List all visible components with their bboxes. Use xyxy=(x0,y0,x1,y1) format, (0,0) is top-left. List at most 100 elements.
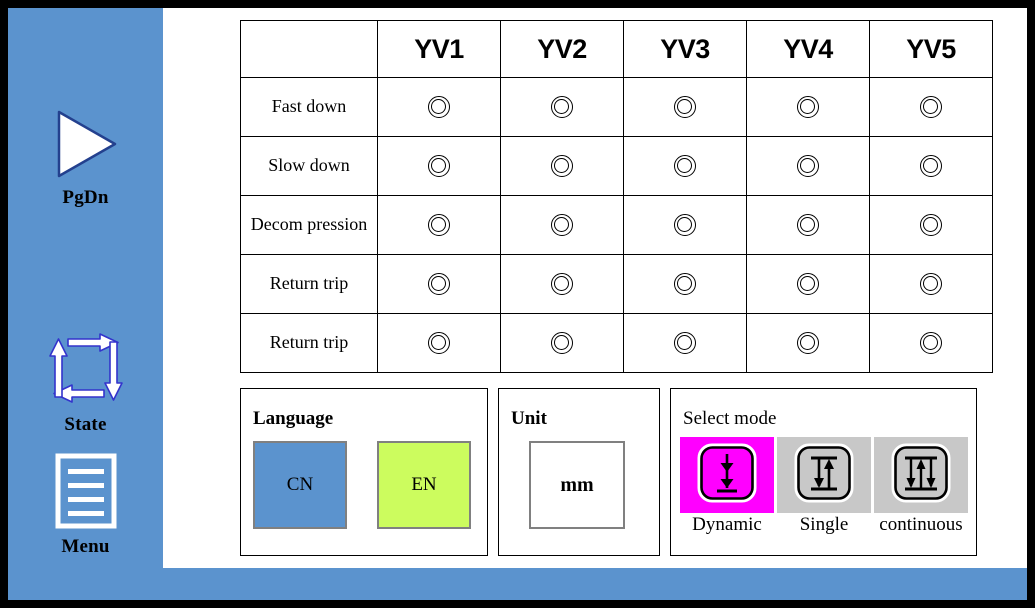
language-panel: Language CN EN xyxy=(240,388,488,556)
row-label-decompression: Decom pression xyxy=(240,195,378,255)
led-cell-return-trip-1-yv4[interactable] xyxy=(746,254,870,314)
sidebar-item-pgdn[interactable]: PgDn xyxy=(8,108,163,209)
sidebar-item-menu[interactable]: Menu xyxy=(8,453,163,558)
table-row: Return trip xyxy=(240,254,993,314)
unit-panel: Unit mm xyxy=(498,388,660,556)
led-indicator-icon xyxy=(920,155,942,177)
language-panel-title: Language xyxy=(253,408,334,429)
led-cell-decompression-yv3[interactable] xyxy=(623,195,747,255)
led-cell-return-trip-2-yv3[interactable] xyxy=(623,313,747,373)
table-row: Decom pression xyxy=(240,195,993,255)
mode-option-dynamic[interactable]: Dynamic xyxy=(680,437,774,536)
column-header-yv4: YV4 xyxy=(746,20,870,78)
led-indicator-icon xyxy=(797,273,819,295)
led-cell-return-trip-1-yv3[interactable] xyxy=(623,254,747,314)
table-header-row: YV1 YV2 YV3 YV4 YV5 xyxy=(240,20,993,78)
table-row: Return trip xyxy=(240,313,993,373)
led-indicator-icon xyxy=(428,214,450,236)
unit-panel-title: Unit xyxy=(511,408,547,429)
led-cell-fast-down-yv4[interactable] xyxy=(746,77,870,137)
led-cell-return-trip-2-yv5[interactable] xyxy=(869,313,993,373)
led-indicator-icon xyxy=(674,214,696,236)
led-cell-fast-down-yv5[interactable] xyxy=(869,77,993,137)
led-cell-decompression-yv2[interactable] xyxy=(500,195,624,255)
led-indicator-icon xyxy=(428,155,450,177)
content-panel: YV1 YV2 YV3 YV4 YV5 Fast down xyxy=(163,8,1027,568)
language-option-en-label: EN xyxy=(411,474,437,495)
cycle-arrows-icon xyxy=(8,333,163,412)
led-cell-return-trip-1-yv2[interactable] xyxy=(500,254,624,314)
mode-option-single-label: Single xyxy=(799,514,849,535)
column-header-yv5: YV5 xyxy=(869,20,993,78)
led-cell-return-trip-2-yv2[interactable] xyxy=(500,313,624,373)
led-indicator-icon xyxy=(551,332,573,354)
led-indicator-icon xyxy=(428,96,450,118)
column-header-yv1: YV1 xyxy=(377,20,501,78)
led-cell-slow-down-yv5[interactable] xyxy=(869,136,993,196)
sidebar: PgDn xyxy=(8,8,163,600)
led-indicator-icon xyxy=(551,155,573,177)
led-indicator-icon xyxy=(797,155,819,177)
triple-arrow-icon xyxy=(890,442,952,509)
led-cell-fast-down-yv2[interactable] xyxy=(500,77,624,137)
mode-option-continuous-label: continuous xyxy=(879,514,963,535)
led-indicator-icon xyxy=(920,96,942,118)
led-cell-slow-down-yv2[interactable] xyxy=(500,136,624,196)
unit-value-field[interactable]: mm xyxy=(529,441,625,529)
column-header-yv3: YV3 xyxy=(623,20,747,78)
mode-option-continuous-tile[interactable] xyxy=(874,437,968,513)
led-indicator-icon xyxy=(920,214,942,236)
led-cell-fast-down-yv3[interactable] xyxy=(623,77,747,137)
led-indicator-icon xyxy=(797,96,819,118)
table-row: Slow down xyxy=(240,136,993,196)
play-triangle-icon xyxy=(8,108,163,185)
mode-option-single[interactable]: Single xyxy=(777,437,871,536)
double-down-arrow-icon xyxy=(696,442,758,509)
select-mode-panel: Select mode xyxy=(670,388,977,556)
led-indicator-icon xyxy=(428,273,450,295)
led-indicator-icon xyxy=(674,332,696,354)
led-indicator-icon xyxy=(674,273,696,295)
led-indicator-icon xyxy=(797,214,819,236)
select-mode-panel-title: Select mode xyxy=(683,408,777,429)
up-down-arrow-icon xyxy=(793,442,855,509)
led-indicator-icon xyxy=(674,96,696,118)
led-cell-return-trip-1-yv1[interactable] xyxy=(377,254,501,314)
row-label-return-trip-1: Return trip xyxy=(240,254,378,314)
row-label-return-trip-2: Return trip xyxy=(240,313,378,373)
led-cell-return-trip-2-yv4[interactable] xyxy=(746,313,870,373)
language-option-cn-label: CN xyxy=(286,474,314,495)
led-indicator-icon xyxy=(920,332,942,354)
led-indicator-icon xyxy=(428,332,450,354)
led-cell-decompression-yv4[interactable] xyxy=(746,195,870,255)
led-cell-slow-down-yv1[interactable] xyxy=(377,136,501,196)
sidebar-item-menu-label: Menu xyxy=(61,536,110,557)
row-label-fast-down: Fast down xyxy=(240,77,378,137)
led-cell-return-trip-2-yv1[interactable] xyxy=(377,313,501,373)
table-row: Fast down xyxy=(240,77,993,137)
led-cell-slow-down-yv4[interactable] xyxy=(746,136,870,196)
list-document-icon xyxy=(8,453,163,534)
hmi-screen: PgDn xyxy=(8,8,1027,600)
led-indicator-icon xyxy=(797,332,819,354)
led-cell-decompression-yv1[interactable] xyxy=(377,195,501,255)
sidebar-item-pgdn-label: PgDn xyxy=(62,187,109,208)
language-option-en[interactable]: EN xyxy=(377,441,471,529)
led-indicator-icon xyxy=(920,273,942,295)
led-cell-return-trip-1-yv5[interactable] xyxy=(869,254,993,314)
mode-option-single-tile[interactable] xyxy=(777,437,871,513)
mode-option-dynamic-tile[interactable] xyxy=(680,437,774,513)
language-option-cn[interactable]: CN xyxy=(253,441,347,529)
sidebar-item-state-label: State xyxy=(64,414,107,435)
row-label-slow-down: Slow down xyxy=(240,136,378,196)
led-cell-slow-down-yv3[interactable] xyxy=(623,136,747,196)
column-header-yv2: YV2 xyxy=(500,20,624,78)
led-indicator-icon xyxy=(674,155,696,177)
sidebar-item-state[interactable]: State xyxy=(8,333,163,436)
led-cell-fast-down-yv1[interactable] xyxy=(377,77,501,137)
led-indicator-icon xyxy=(551,273,573,295)
mode-option-continuous[interactable]: continuous xyxy=(874,437,968,536)
led-cell-decompression-yv5[interactable] xyxy=(869,195,993,255)
unit-value-label: mm xyxy=(560,473,594,496)
